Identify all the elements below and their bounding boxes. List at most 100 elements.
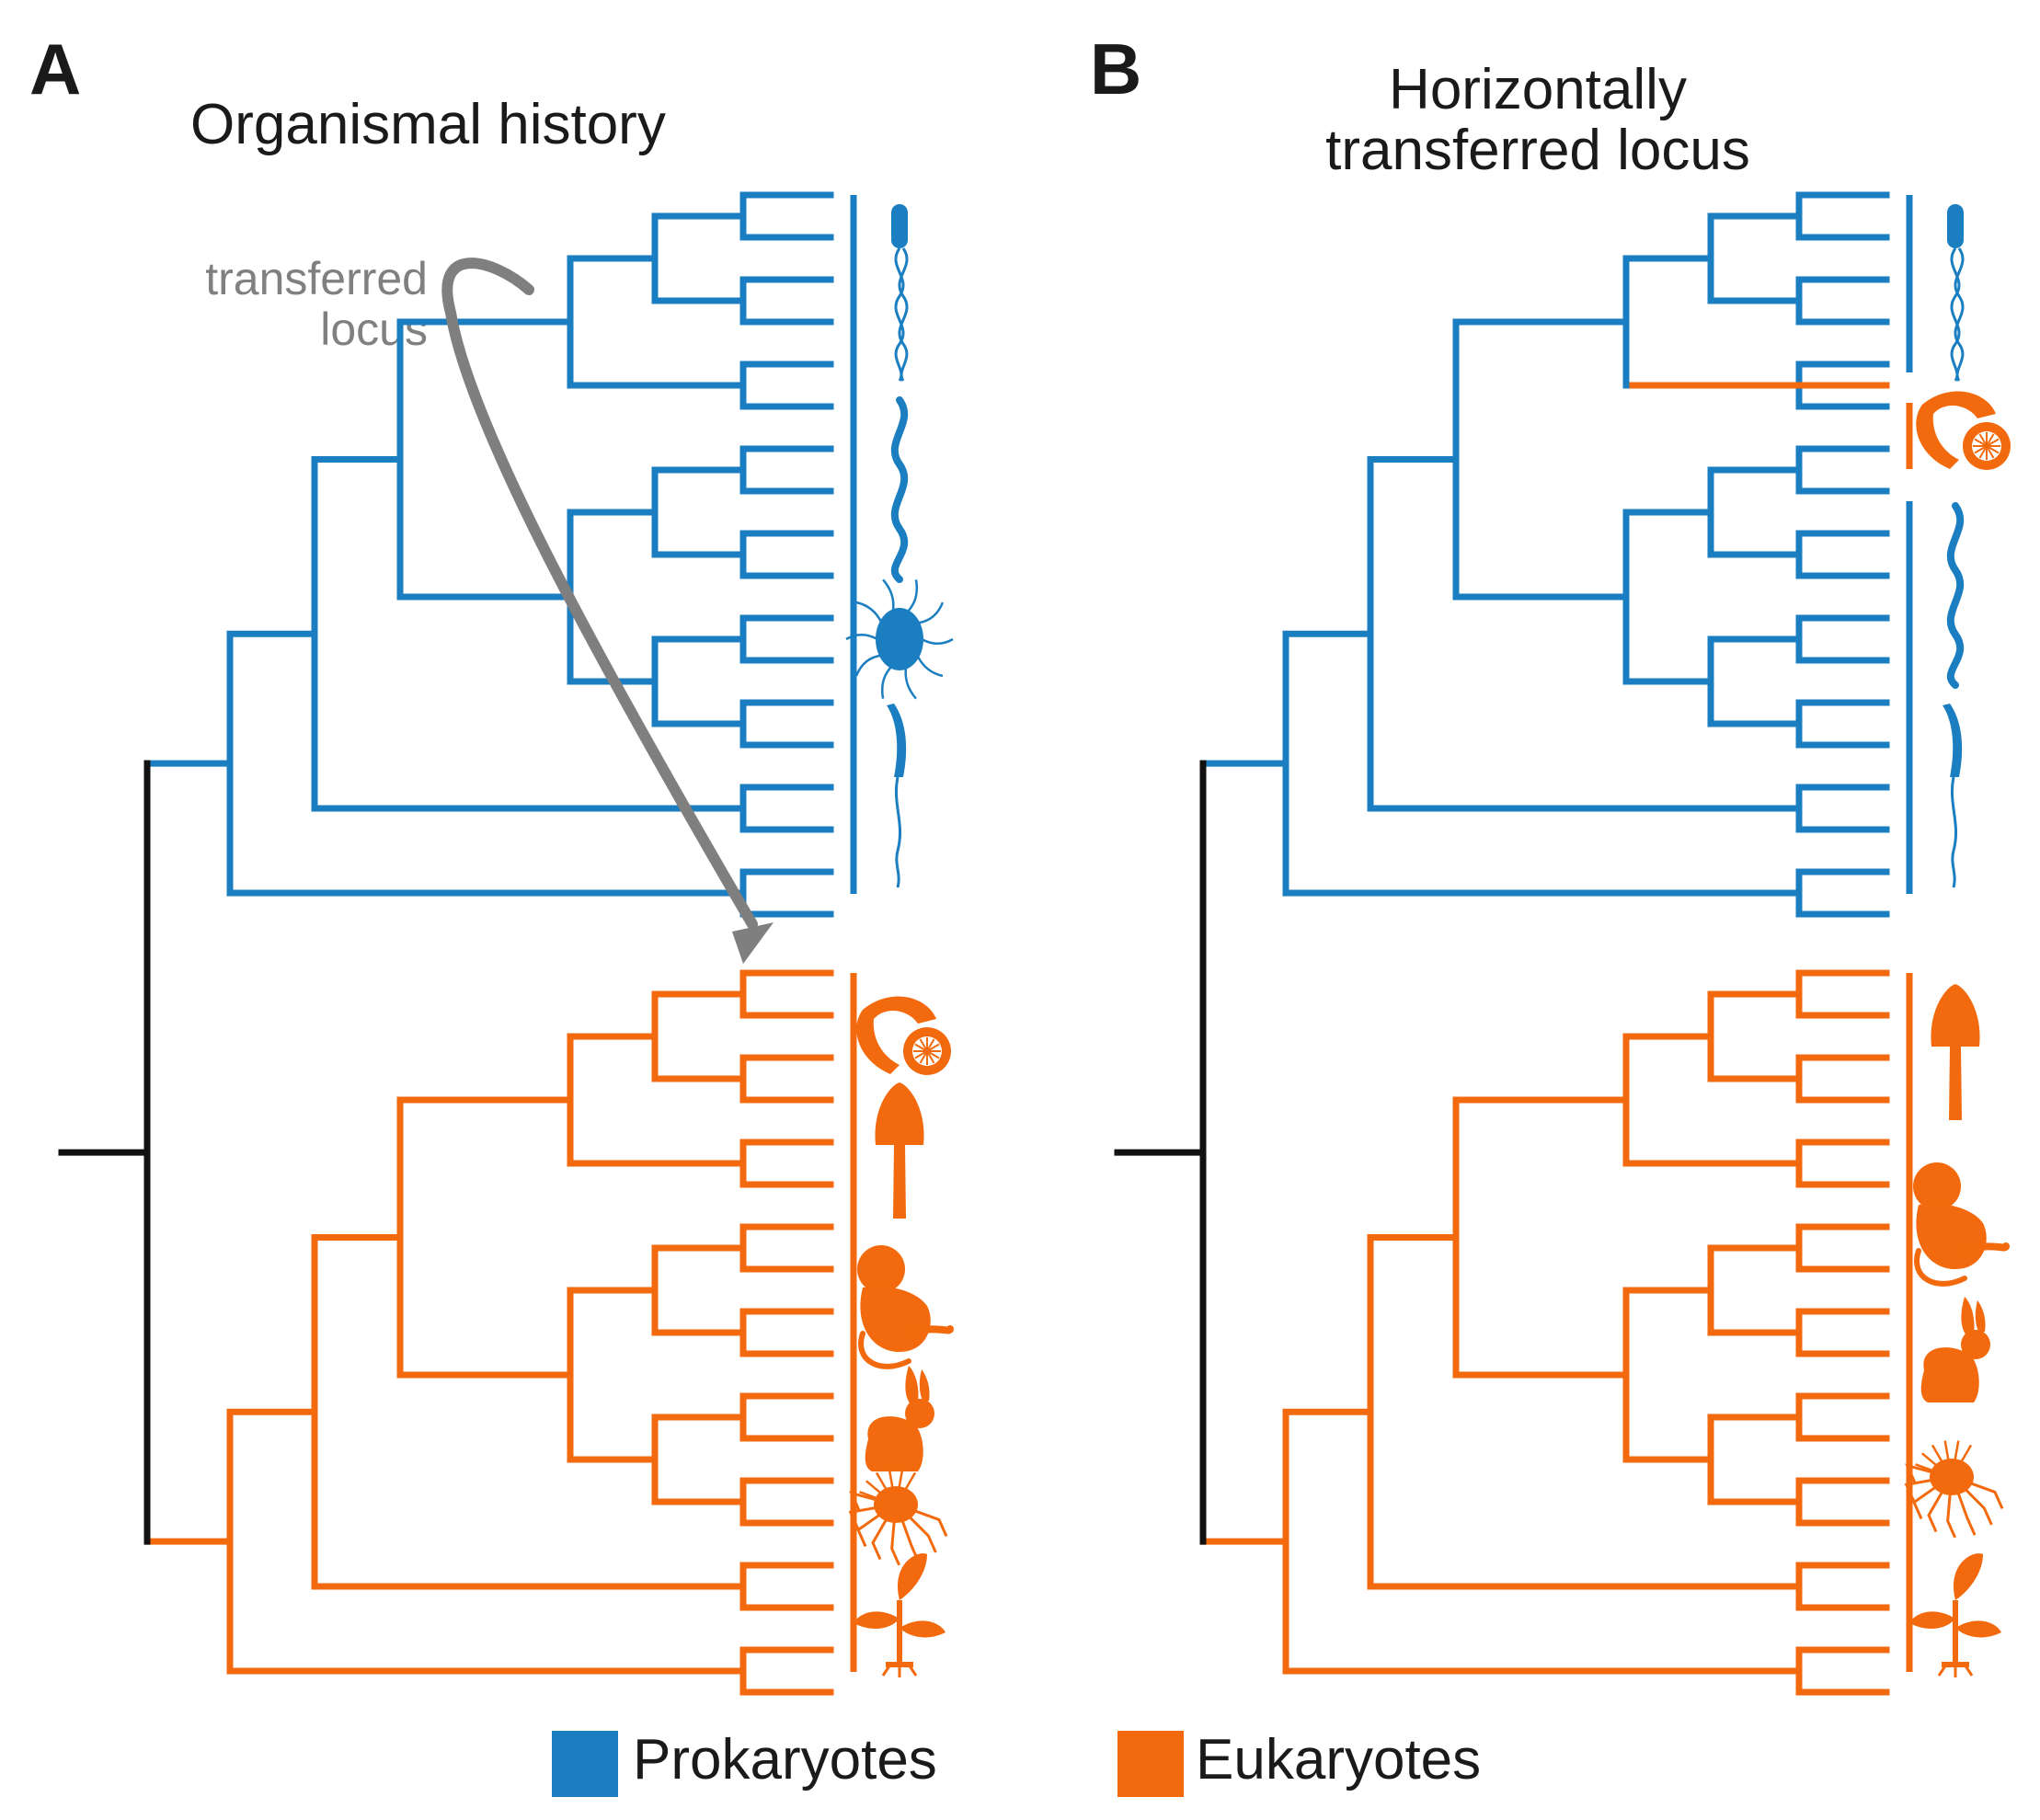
- panel-b-title-line2: transferred locus: [1325, 119, 1750, 182]
- panel-a-letter: A: [29, 29, 81, 109]
- rabbit-icon: [865, 1366, 934, 1471]
- pro-cherry-5: [1795, 530, 1890, 579]
- pro-cherry-6: [1795, 614, 1890, 664]
- euk-cherry-1: [739, 969, 834, 1019]
- pro-cherry-4: [1795, 445, 1890, 495]
- spirochete-icon: [890, 396, 909, 583]
- pro-node-45: [1707, 466, 1803, 558]
- euk-node-45: [651, 1244, 747, 1336]
- pro-node-12: [1707, 212, 1803, 304]
- ciliate-icon-b: [1916, 391, 2011, 470]
- pro-cherry-8: [1795, 784, 1890, 833]
- rabbit-icon-b: [1920, 1297, 1990, 1402]
- euk-node-4567: [567, 1287, 659, 1463]
- panel-b-gene-tree: [1114, 191, 1890, 1696]
- euk-node-45: [1707, 1244, 1803, 1336]
- euk-cherry-8: [739, 1562, 834, 1611]
- pro-node-123-top: [1622, 255, 1714, 389]
- pro-node-outer1: [1367, 456, 1460, 812]
- euk-node-12: [651, 990, 747, 1082]
- pro-node-45: [651, 466, 747, 558]
- euk-cherry-2: [739, 1054, 834, 1104]
- pro-cherry-1: [739, 191, 834, 241]
- taxon-icons: [845, 204, 2011, 1677]
- pro-cherry-last: [1795, 868, 1890, 918]
- euk-cherry-5: [1795, 1308, 1890, 1357]
- euk-node-67: [651, 1414, 747, 1505]
- panel-a-title: Organismal history: [190, 93, 666, 156]
- euk-node-outer1: [311, 1234, 747, 1590]
- transferred-locus-label-line2: locus: [320, 303, 428, 355]
- pro-node-outer1: [311, 456, 404, 812]
- pro-cherry-7: [1795, 699, 1890, 749]
- euk-node-outer2: [1282, 1408, 1803, 1675]
- transfer-arrow: [441, 258, 774, 964]
- euk-node-12: [1707, 990, 1803, 1082]
- plant-icon: [854, 1553, 946, 1677]
- panel-b-letter: B: [1090, 29, 1141, 109]
- mite-icon: [848, 1468, 948, 1566]
- flagellated-bacterium-icon: [891, 204, 909, 382]
- euk-cherry-6: [1795, 1392, 1890, 1442]
- pro-cherry-last: [739, 868, 834, 918]
- euk-cherry-4: [1795, 1223, 1890, 1273]
- pro-cherry-2: [739, 276, 834, 326]
- euk-cherry-7: [1795, 1477, 1890, 1527]
- pro-node-12: [651, 212, 747, 304]
- pro-cherry-1: [1795, 191, 1890, 241]
- pro-node-67: [651, 635, 747, 727]
- euk-cherry-last: [739, 1646, 834, 1696]
- transfer-arrow-head: [732, 922, 774, 964]
- pro-node-4567: [1622, 509, 1714, 685]
- vibrio-icon-b: [1943, 704, 1963, 888]
- mite-icon-b: [1904, 1440, 2004, 1539]
- pro-node-outer2: [1282, 630, 1803, 897]
- euk-cherry-last: [1795, 1646, 1890, 1696]
- panel-a-organismal-tree: [58, 191, 834, 1696]
- pro-cherry-7: [739, 699, 834, 749]
- legend-swatch-prokaryotes: [552, 1731, 618, 1797]
- euk-node-top-mid: [396, 1096, 574, 1379]
- plant-icon-b: [1909, 1553, 2001, 1677]
- vibrio-icon: [887, 704, 907, 888]
- euk-cherry-3: [1795, 1139, 1890, 1188]
- coccus-cluster-icon: [845, 578, 954, 700]
- euk-node-top-mid: [1452, 1096, 1630, 1379]
- pro-cherry-8: [739, 784, 834, 833]
- flagellated-bacterium-icon-b: [1947, 204, 1965, 382]
- euk-node-4567: [1622, 1287, 1714, 1463]
- mushroom-icon: [875, 1082, 924, 1219]
- euk-cherry-4: [739, 1223, 834, 1273]
- pro-node-67: [1707, 635, 1803, 727]
- euk-cherry-7: [739, 1477, 834, 1527]
- clade-bars: [850, 195, 1913, 1672]
- transferred-locus-label-line1: transferred: [205, 253, 428, 304]
- pro-cherry-5: [739, 530, 834, 579]
- pro-node-4567: [567, 509, 659, 685]
- euk-cherry-3: [739, 1139, 834, 1188]
- spirochete-icon-b: [1946, 502, 1965, 689]
- euk-cherry-8: [1795, 1562, 1890, 1611]
- legend: Prokaryotes Eukaryotes: [552, 1728, 1481, 1797]
- pro-node-123-top: [567, 255, 659, 389]
- mushroom-icon-b: [1931, 984, 1980, 1120]
- euk-node-67: [1707, 1414, 1803, 1505]
- pro-cherry-4: [739, 445, 834, 495]
- euk-cherry-6: [739, 1392, 834, 1442]
- transfer-arrow-curve: [441, 258, 758, 930]
- pro-cherry-2: [1795, 276, 1890, 326]
- pro-cherry-3: [739, 361, 834, 410]
- legend-label-prokaryotes: Prokaryotes: [633, 1728, 937, 1791]
- legend-swatch-eukaryotes: [1117, 1731, 1184, 1797]
- euk-cherry-1: [1795, 969, 1890, 1019]
- monkey-icon-b: [1913, 1162, 2010, 1287]
- ciliate-icon: [856, 996, 951, 1075]
- euk-cherry-5: [739, 1308, 834, 1357]
- legend-label-eukaryotes: Eukaryotes: [1196, 1728, 1481, 1791]
- pro-node-top-mid: [1452, 318, 1630, 601]
- panel-b-title-line1: Horizontally: [1389, 58, 1687, 121]
- euk-cherry-2: [1795, 1054, 1890, 1104]
- monkey-icon: [857, 1245, 954, 1369]
- euk-node-outer1: [1367, 1234, 1803, 1590]
